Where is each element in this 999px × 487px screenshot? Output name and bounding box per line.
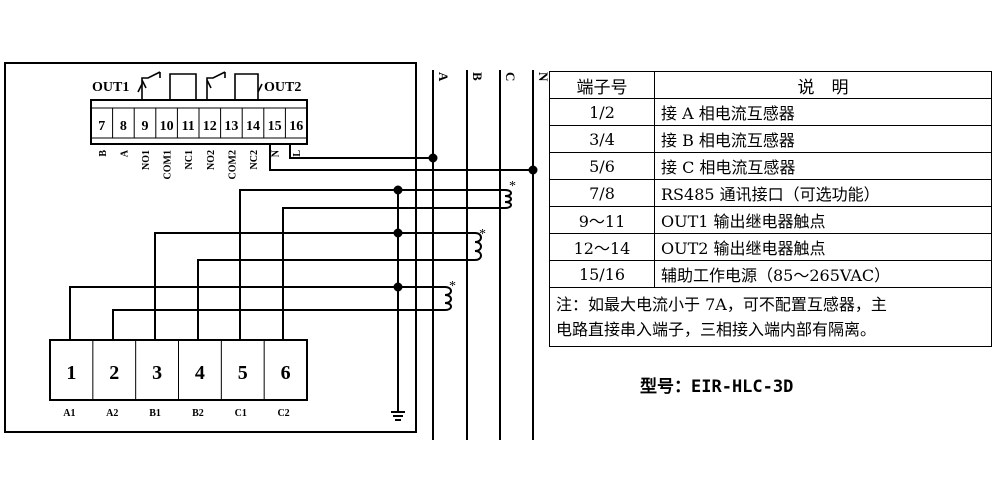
- table-row: 9～11 OUT1 输出继电器触点: [549, 206, 992, 234]
- top-terminal-number: 14: [246, 119, 260, 134]
- terminal-cell: 15/16: [549, 260, 655, 288]
- phase-labels: ABCN: [436, 72, 548, 82]
- top-terminal-label: B: [98, 150, 109, 157]
- ct-wires: [69, 189, 505, 421]
- top-terminal-label: NC2: [249, 150, 260, 169]
- polarity-mark: *: [479, 227, 486, 242]
- terminal-cell: 5/6: [549, 152, 655, 180]
- relay-out2-symbol: [206, 71, 263, 100]
- phase-label: C: [503, 72, 518, 81]
- bottom-terminal-label: C1: [235, 408, 247, 419]
- bottom-terminal-cells: 1 2 3 4 5 6: [66, 340, 291, 400]
- bottom-terminal-number: 3: [152, 362, 162, 384]
- terminal-cell: 9～11: [549, 206, 655, 234]
- bottom-terminal-labels: A1 A2 B1 B2 C1 C2: [63, 408, 289, 419]
- bottom-terminal-number: 4: [195, 362, 205, 384]
- description-cell: 接 B 相电流互感器: [654, 125, 992, 153]
- top-terminal-number: 8: [120, 119, 127, 134]
- table-note: 注：如最大电流小于 7A，可不配置互感器，主电路直接串入端子，三相接入端内部有隔…: [549, 287, 992, 347]
- description-cell: OUT1 输出继电器触点: [654, 206, 992, 234]
- ct-coil-a: [444, 286, 452, 311]
- table-row: 3/4 接 B 相电流互感器: [549, 125, 992, 153]
- bottom-terminal-label: B1: [149, 408, 161, 419]
- bottom-terminal-label: B2: [192, 408, 204, 419]
- aux-power-wires: [269, 144, 533, 171]
- top-terminal-number: 10: [160, 119, 174, 134]
- top-terminal-number: 12: [203, 119, 217, 134]
- top-terminal-number: 16: [289, 119, 303, 134]
- top-terminal-labels: B A NO1 COM1 NC1 NO2 COM2 NC2 N L: [98, 149, 303, 179]
- model-number: 型号：EIR-HLC-3D: [640, 372, 793, 397]
- polarity-mark: *: [509, 179, 516, 194]
- top-terminal-label: NO1: [141, 150, 152, 170]
- phase-label: B: [470, 72, 485, 81]
- top-terminal-label: N: [271, 149, 282, 157]
- top-terminal-number: 9: [142, 119, 149, 134]
- bottom-terminal-number: 1: [66, 362, 76, 384]
- note-line-1: 注：如最大电流小于 7A，可不配置互感器，主: [556, 295, 887, 314]
- device-outline: [4, 62, 417, 433]
- relay-out1-label: OUT1: [92, 80, 129, 95]
- table-row: 5/6 接 C 相电流互感器: [549, 152, 992, 180]
- ct-coil-b: [474, 232, 482, 261]
- phase-label: A: [436, 72, 451, 82]
- table-row: 15/16 辅助工作电源（85～265VAC）: [549, 260, 992, 288]
- table-row: 7/8 RS485 通讯接口（可选功能）: [549, 179, 992, 207]
- bottom-terminal-number: 5: [238, 362, 248, 384]
- top-terminal-label: COM2: [227, 150, 238, 179]
- table-row: 1/2 接 A 相电流互感器: [549, 98, 992, 126]
- description-cell: RS485 通讯接口（可选功能）: [654, 179, 992, 207]
- top-terminal-label: NC1: [184, 150, 195, 169]
- top-terminal-label: L: [292, 150, 303, 157]
- phase-label: N: [536, 72, 548, 82]
- relay-out1-symbol: [137, 71, 197, 100]
- polarity-mark: *: [449, 279, 456, 294]
- top-terminal-number: 13: [224, 119, 238, 134]
- bottom-terminal-number: 2: [109, 362, 119, 384]
- terminal-table: 端子号 说 明 1/2 接 A 相电流互感器 3/4 接 B 相电流互感器 5/…: [549, 71, 992, 347]
- table-note-row: 注：如最大电流小于 7A，可不配置互感器，主电路直接串入端子，三相接入端内部有隔…: [549, 287, 992, 347]
- top-terminal-label: A: [119, 149, 130, 157]
- terminal-cell: 3/4: [549, 125, 655, 153]
- model-value: EIR-HLC-3D: [691, 377, 794, 397]
- description-cell: 接 A 相电流互感器: [654, 98, 992, 126]
- header-description: 说 明: [654, 71, 992, 99]
- header-terminal: 端子号: [549, 71, 655, 99]
- bottom-terminal-label: C2: [277, 408, 289, 419]
- table-header-row: 端子号 说 明: [549, 71, 992, 99]
- terminal-cell: 1/2: [549, 98, 655, 126]
- top-terminal-number: 11: [182, 119, 195, 134]
- description-cell: 辅助工作电源（85～265VAC）: [654, 260, 992, 288]
- top-terminal-number: 15: [268, 119, 282, 134]
- top-terminal-label: COM1: [163, 150, 174, 179]
- table-row: 12～14 OUT2 输出继电器触点: [549, 233, 992, 261]
- bottom-terminal-number: 6: [281, 362, 291, 384]
- junction-dot: [528, 165, 538, 175]
- description-cell: OUT2 输出继电器触点: [654, 233, 992, 261]
- junction-dot: [393, 185, 403, 195]
- relay-out2-label: OUT2: [264, 80, 301, 95]
- model-label: 型号：: [640, 377, 691, 397]
- phase-buses: [432, 70, 534, 440]
- junction-dot: [428, 153, 438, 163]
- terminal-cell: 12～14: [549, 233, 655, 261]
- junction-dot: [393, 282, 403, 292]
- top-terminal-label: NO2: [206, 150, 217, 170]
- description-cell: 接 C 相电流互感器: [654, 152, 992, 180]
- bottom-terminal-label: A2: [106, 408, 118, 419]
- terminal-cell: 7/8: [549, 179, 655, 207]
- note-line-2: 电路直接串入端子，三相接入端内部有隔离。: [556, 320, 877, 339]
- junction-dot: [393, 228, 403, 238]
- ct-coil-c: [504, 189, 512, 209]
- bottom-terminal-label: A1: [63, 408, 75, 419]
- top-terminal-number: 7: [98, 119, 105, 134]
